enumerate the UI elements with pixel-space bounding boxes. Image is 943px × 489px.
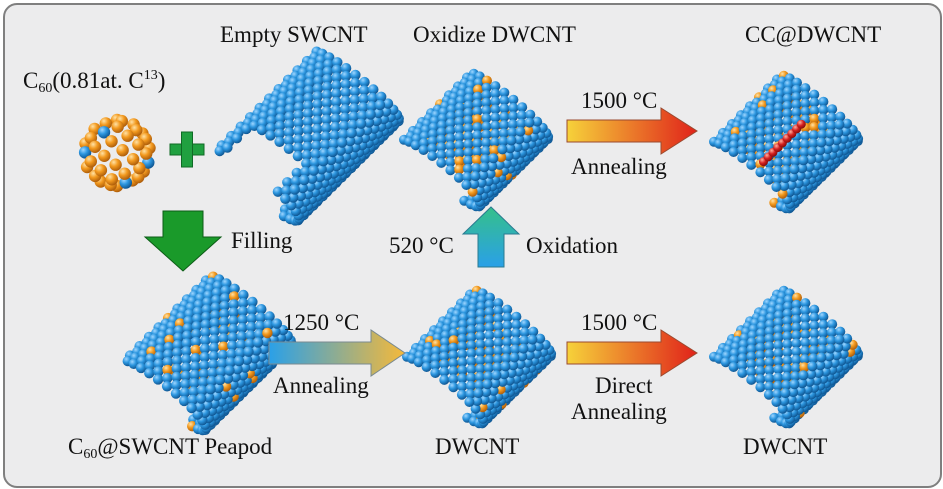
c60-precursor-label: C60(0.81at. C13) bbox=[23, 68, 166, 96]
filling-arrow-icon bbox=[143, 210, 223, 272]
oxidation-process-label: Oxidation bbox=[526, 233, 618, 258]
nanotubes bbox=[122, 46, 864, 436]
annealing-1500-bottom-process-line1: Direct bbox=[595, 373, 653, 398]
diagram-canvas: C60(0.81at. C13) Empty SWCNT Oxidize DWC… bbox=[3, 3, 942, 488]
annealing-1500-top-arrow-icon bbox=[566, 107, 698, 155]
diagram-graphics bbox=[78, 46, 864, 436]
plus-icon bbox=[169, 131, 205, 168]
annealing-1500-bottom-process-line2: Annealing bbox=[571, 399, 667, 424]
dwcnt-middle-label: DWCNT bbox=[435, 434, 520, 459]
oxidation-arrow-icon bbox=[461, 206, 521, 268]
annealing-1500-top-process: Annealing bbox=[571, 154, 667, 179]
annealing-1500-bottom-arrow-icon bbox=[566, 329, 698, 377]
annealing-1250-temp: 1250 °C bbox=[283, 310, 360, 335]
annealing-1500-top-temp: 1500 °C bbox=[581, 88, 658, 113]
cc-dwcnt-title: CC@DWCNT bbox=[745, 22, 882, 47]
annealing-1250-arrow-icon bbox=[268, 329, 406, 377]
filling-label: Filling bbox=[231, 228, 293, 253]
oxidize-dwcnt-title: Oxidize DWCNT bbox=[413, 22, 576, 47]
c60-fullerene bbox=[78, 113, 156, 193]
dwcnt-right-label: DWCNT bbox=[743, 434, 828, 459]
annealing-1250-process: Annealing bbox=[273, 373, 369, 398]
oxidation-temp-label: 520 °C bbox=[389, 233, 454, 258]
empty-swcnt-title: Empty SWCNT bbox=[220, 22, 368, 47]
annealing-1500-bottom-temp: 1500 °C bbox=[581, 310, 658, 335]
peapod-label: C60@SWCNT Peapod bbox=[68, 434, 273, 462]
